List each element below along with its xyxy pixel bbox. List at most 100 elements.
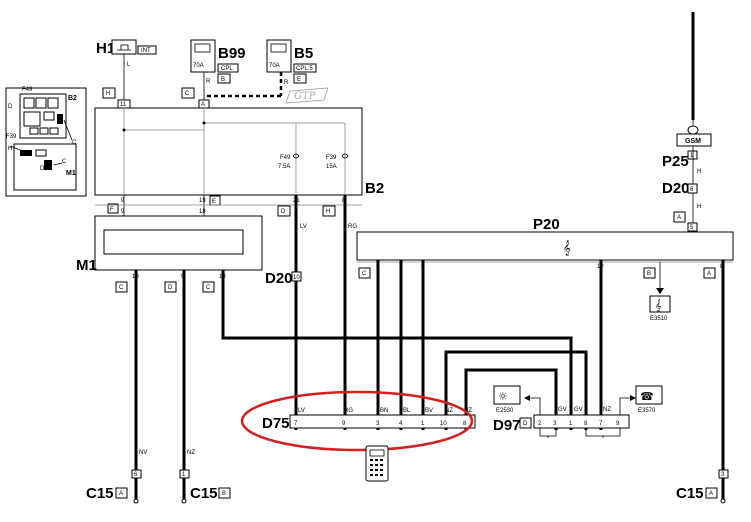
b2-box: [94, 107, 363, 196]
b99-fuse: 70A B99 CPL B C R A: [181, 39, 246, 109]
c15-1-conn: A: [119, 491, 123, 497]
b5-fuse-label: 70A: [269, 63, 280, 69]
m1-conn-f: F: [110, 207, 114, 213]
b99-label: B99: [218, 45, 246, 62]
d75-pin-3: 4: [399, 421, 403, 427]
d75-wire-2: BN: [380, 408, 388, 414]
b99-conn-label: C: [185, 91, 190, 97]
d97-pin-1: 3: [553, 421, 557, 427]
e2530-label: E2530: [496, 408, 514, 414]
h1-pin-label: 11: [120, 102, 127, 108]
b99-cpl-tag: CPL: [221, 66, 233, 72]
m1-in-pin18: 18: [199, 209, 206, 215]
b2-fuse1-name: F49: [280, 155, 291, 161]
h1-int-tag: INT: [141, 48, 151, 54]
h1-switch: H1 INT L H 11: [96, 39, 157, 109]
d20-left-wire-lv: LV: [300, 224, 307, 230]
p20-module: P20 𝄞 C 8 7 9 12 B A 8: [356, 216, 734, 279]
b2-conn-d: D: [281, 209, 286, 215]
d97-label: D97: [493, 417, 521, 434]
h1-box: [111, 39, 137, 55]
inset-c-label: C: [72, 140, 77, 146]
d75-wire-5: NZ: [445, 408, 453, 414]
b2-fuse1-value: 7.5A: [278, 164, 290, 170]
d75-wire-3: BL: [403, 408, 411, 414]
b2-label: B2: [365, 180, 384, 197]
c15-ground-2: NZ 1 C15 B: [179, 450, 231, 504]
d97-conn: D: [523, 421, 528, 427]
inset-d-label: D: [8, 104, 13, 110]
b99-wire-label: R: [206, 79, 211, 85]
p20-box: [356, 231, 734, 261]
d75-pin-5: 10: [440, 421, 447, 427]
b5-wire-label: R: [284, 80, 289, 86]
d97-pin-0: 2: [538, 421, 542, 427]
telephone-icon: ☎: [640, 390, 654, 403]
c15-1-pin: 6: [134, 472, 138, 478]
b2-pin9: 9: [121, 198, 125, 204]
p25-gsm: GSM P25 1 H D20 6 H A 5: [662, 12, 712, 232]
c15-3-conn: A: [709, 491, 713, 497]
inset-d2-label: D: [40, 166, 45, 172]
d97-pin-3: 8: [584, 421, 588, 427]
gtp-watermark: GTP: [294, 91, 316, 102]
b2-conn-h: H: [326, 209, 330, 215]
c15-3-label: C15: [676, 485, 704, 502]
m1-conn-d: D: [168, 285, 173, 291]
inset-c2-label: C: [62, 159, 67, 165]
d97-pin-2: 1: [569, 421, 573, 427]
music-note-icon: 𝄞: [655, 299, 662, 312]
d20-left-wire-rg: RG: [348, 224, 357, 230]
d75-wire-1: RG: [344, 408, 353, 414]
d20-right-pin5: 5: [690, 225, 694, 231]
d20-left-pin: 10: [293, 275, 300, 281]
m1-conn-c1: C: [119, 285, 124, 291]
c15-2-conn: B: [222, 491, 226, 497]
h1-label: H1: [96, 40, 115, 57]
b99-fuse-label: 70A: [193, 63, 204, 69]
h1-wire-label: L: [127, 62, 131, 68]
d20-right-pin: 6: [690, 187, 694, 193]
d75-pin-0: 7: [294, 421, 298, 427]
b5-label: B5: [294, 45, 313, 62]
h1-conn-label: H: [106, 91, 110, 97]
m1-label: M1: [76, 257, 97, 274]
m1-display: [103, 229, 244, 255]
b2-fuse2-name: F39: [326, 155, 337, 161]
p25-pin: 1: [690, 153, 694, 159]
inset-f49-label: F49: [22, 87, 33, 93]
d97-pin-5: 9: [616, 421, 620, 427]
battery-icon: [270, 43, 287, 53]
b5-fuse: 70A B5 CPL.5 E R GTP: [204, 39, 329, 104]
e3570-label: E3570: [638, 408, 656, 414]
p25-wire: H: [697, 169, 701, 175]
p20-conn-b: B: [647, 271, 651, 277]
d20-right-conn: A: [677, 215, 681, 221]
b2-conn-e: E: [212, 199, 216, 205]
b2-pin18: 18: [199, 198, 206, 204]
highlight-ellipse: [240, 390, 474, 452]
inset-h-label: H: [8, 146, 12, 152]
music-note-icon: 𝄞: [563, 241, 571, 256]
e2530-box: [493, 385, 521, 405]
b5-conn-side: E: [297, 77, 301, 83]
d75-pin-2: 3: [376, 421, 380, 427]
d97-box: [533, 414, 630, 429]
b2-fuse-box: B2 F49 7.5A F39 15A 9 18 E 21 8 D H: [94, 107, 384, 217]
sun-icon: ☼: [498, 390, 508, 403]
d75-box: [289, 414, 476, 429]
d97-wire-2: NZ: [603, 407, 611, 413]
b99-pin-label: A: [201, 102, 205, 108]
b99-box: [190, 39, 216, 73]
b99-conn-side: B: [221, 77, 225, 83]
c15-2-wire: NZ: [187, 450, 195, 456]
d75-label: D75: [262, 415, 290, 432]
b2-fuse2-value: 15A: [326, 164, 337, 170]
d97-connector: D97 D 2 3 1 8 7 9 GV GV NZ ☼ E2530 ☎ E35…: [493, 385, 663, 438]
d97-wire-0: GV: [558, 407, 567, 413]
m1-in-pin9: 9: [121, 209, 125, 215]
battery-icon: [194, 43, 211, 53]
m1-conn-c2: C: [206, 285, 211, 291]
d97-pin-4: 7: [599, 421, 603, 427]
p20-label: P20: [533, 216, 560, 233]
